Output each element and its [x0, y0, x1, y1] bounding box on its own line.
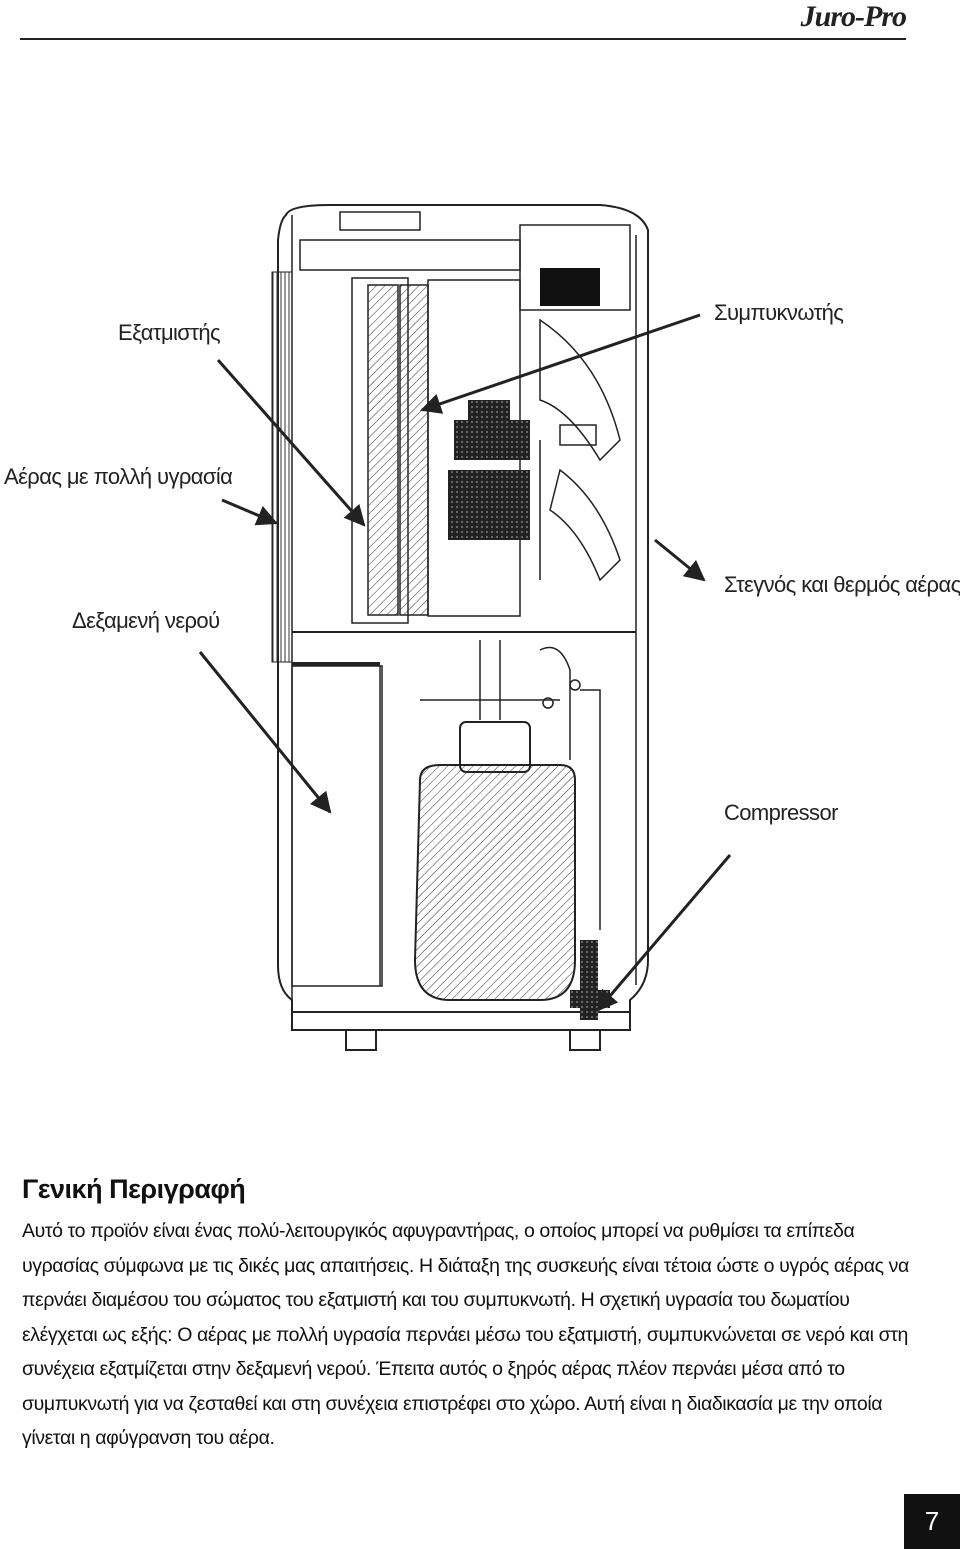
fan-blades: [539, 318, 621, 582]
dehumidifier-cutaway-diagram: Εξατμιστής Συμπυκνωτής Αέρας με πολλή υγ…: [4, 204, 960, 1051]
compressor-body: [413, 721, 576, 1001]
label-dry-warm-air: Στεγνός και θερμός αέρας: [724, 572, 960, 597]
header-rule: [20, 38, 906, 40]
condenser-arrow: [420, 313, 701, 414]
fan-motor: [448, 400, 530, 540]
dry-air-arrow: [654, 538, 706, 582]
control-board: [540, 268, 600, 306]
section-body: Αυτό το προϊόν είναι ένας πολύ-λειτουργι…: [22, 1220, 909, 1449]
label-humid-air: Αέρας με πολλή υγρασία: [4, 464, 233, 489]
refrigerant-piping: [420, 640, 601, 930]
humid-air-arrow: [221, 498, 278, 526]
label-condenser: Συμπυκνωτής: [714, 300, 843, 325]
evaporator-arrow: [216, 359, 366, 527]
side-grille: [271, 271, 293, 663]
section-title: Γενική Περιγραφή: [22, 1174, 246, 1204]
label-evaporator: Εξατμιστής: [118, 320, 220, 345]
evaporator-coil: [367, 284, 399, 616]
water-tank: [291, 665, 383, 987]
water-tank-arrow: [198, 651, 332, 814]
brand-logo: Juro-Pro: [800, 0, 907, 33]
condenser-coil: [399, 284, 429, 616]
compressor-arrow: [596, 854, 732, 1012]
label-water-tank: Δεξαμενή νερού: [72, 608, 220, 633]
page-number: 7: [904, 1494, 960, 1549]
label-compressor: Compressor: [724, 800, 838, 825]
